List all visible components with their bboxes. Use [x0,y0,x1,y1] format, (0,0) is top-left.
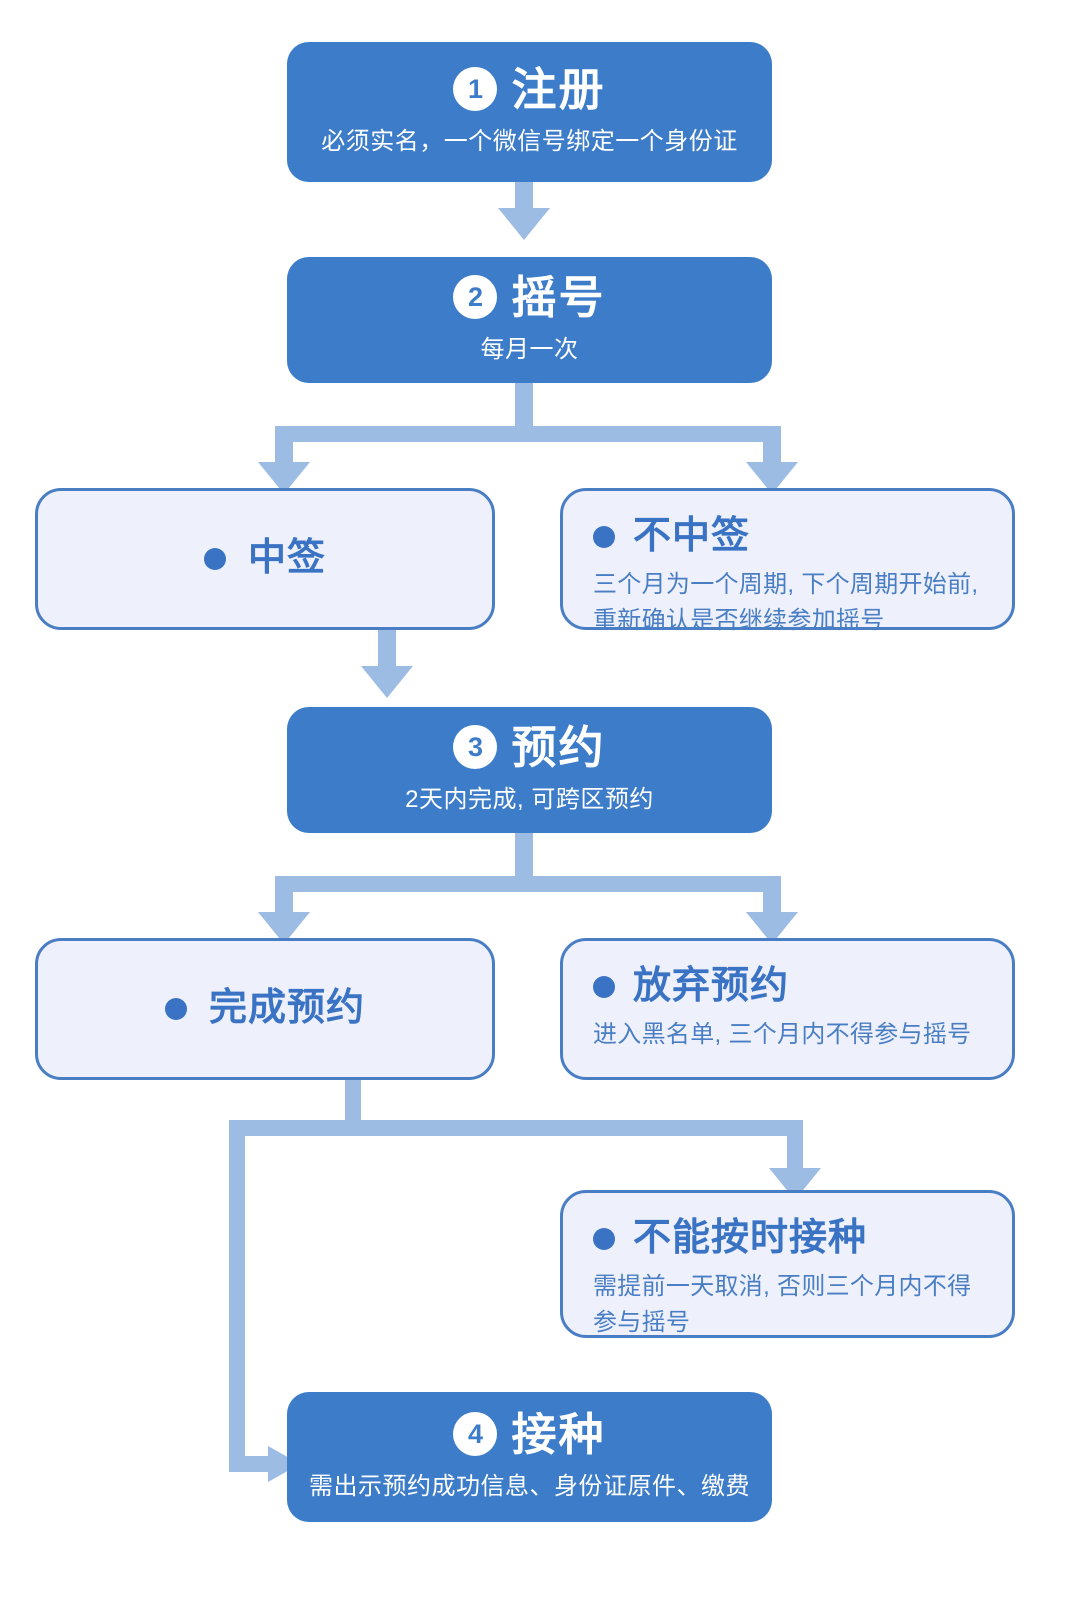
step-4-title-row: 4 接种 [453,1412,605,1457]
step-2-subtitle: 每月一次 [480,335,579,363]
step-4-title: 接种 [511,1408,606,1460]
outcome-win-title: 中签 [247,537,326,580]
outcome-lose[interactable]: 不中签 三个月为一个周期, 下个周期开始前, 重新确认是否继续参加摇号 [560,488,1015,634]
outcome-win[interactable]: 中签 [35,488,495,630]
step-2-lottery[interactable]: 2 摇号 每月一次 [287,257,772,383]
step-2-number-badge: 2 [453,275,498,320]
step-2-title: 摇号 [511,271,606,323]
step-2-title-row: 2 摇号 [453,275,605,320]
outcome-missed-head: 不能按时接种 [593,1217,982,1259]
outcome-lose-head: 不中签 [593,515,982,557]
connector-win-to-step3 [361,630,413,698]
bullet-dot-icon [164,997,187,1020]
connector-step1-to-step2 [498,182,550,240]
step-1-subtitle: 必须实名，一个微信号绑定一个身份证 [321,127,738,155]
bullet-dot-icon [203,547,226,570]
outcome-missed-title: 不能按时接种 [633,1217,868,1259]
bullet-dot-icon [593,1227,615,1250]
step-1-title-row: 1 注册 [453,67,605,112]
step-4-vaccination[interactable]: 4 接种 需出示预约成功信息、身份证原件、缴费 [287,1392,772,1522]
outcome-booked[interactable]: 完成预约 [35,938,495,1080]
outcome-booked-head: 完成预约 [164,987,365,1030]
step-3-title: 预约 [511,721,606,773]
step-1-title: 注册 [511,63,606,115]
outcome-missed-subtitle: 需提前一天取消, 否则三个月内不得参与摇号 [593,1272,972,1336]
step-4-subtitle: 需出示预约成功信息、身份证原件、缴费 [309,1472,750,1500]
outcome-abandon-head: 放弃预约 [593,965,982,1007]
outcome-booked-title: 完成预约 [208,987,365,1030]
step-3-subtitle: 2天内完成, 可跨区预约 [405,785,654,813]
step-1-number-badge: 1 [453,67,498,112]
step-4-number-badge: 4 [453,1412,498,1457]
outcome-lose-subtitle: 三个月为一个周期, 下个周期开始前, 重新确认是否继续参加摇号 [593,570,979,634]
step-3-title-row: 3 预约 [453,725,605,770]
connector-step3-branch [258,832,798,944]
outcome-missed[interactable]: 不能按时接种 需提前一天取消, 否则三个月内不得参与摇号 [560,1190,1015,1338]
step-3-number-badge: 3 [453,725,498,770]
outcome-abandon-title: 放弃预约 [633,965,790,1007]
outcome-lose-title: 不中签 [633,515,751,557]
outcome-abandon-subtitle: 进入黑名单, 三个月内不得参与摇号 [593,1020,972,1048]
connector-step2-branch [258,382,798,494]
step-1-register[interactable]: 1 注册 必须实名，一个微信号绑定一个身份证 [287,42,772,182]
bullet-dot-icon [593,975,615,998]
step-3-appointment[interactable]: 3 预约 2天内完成, 可跨区预约 [287,707,772,833]
bullet-dot-icon [593,525,615,548]
outcome-win-head: 中签 [203,537,326,580]
outcome-abandon[interactable]: 放弃预约 进入黑名单, 三个月内不得参与摇号 [560,938,1015,1080]
